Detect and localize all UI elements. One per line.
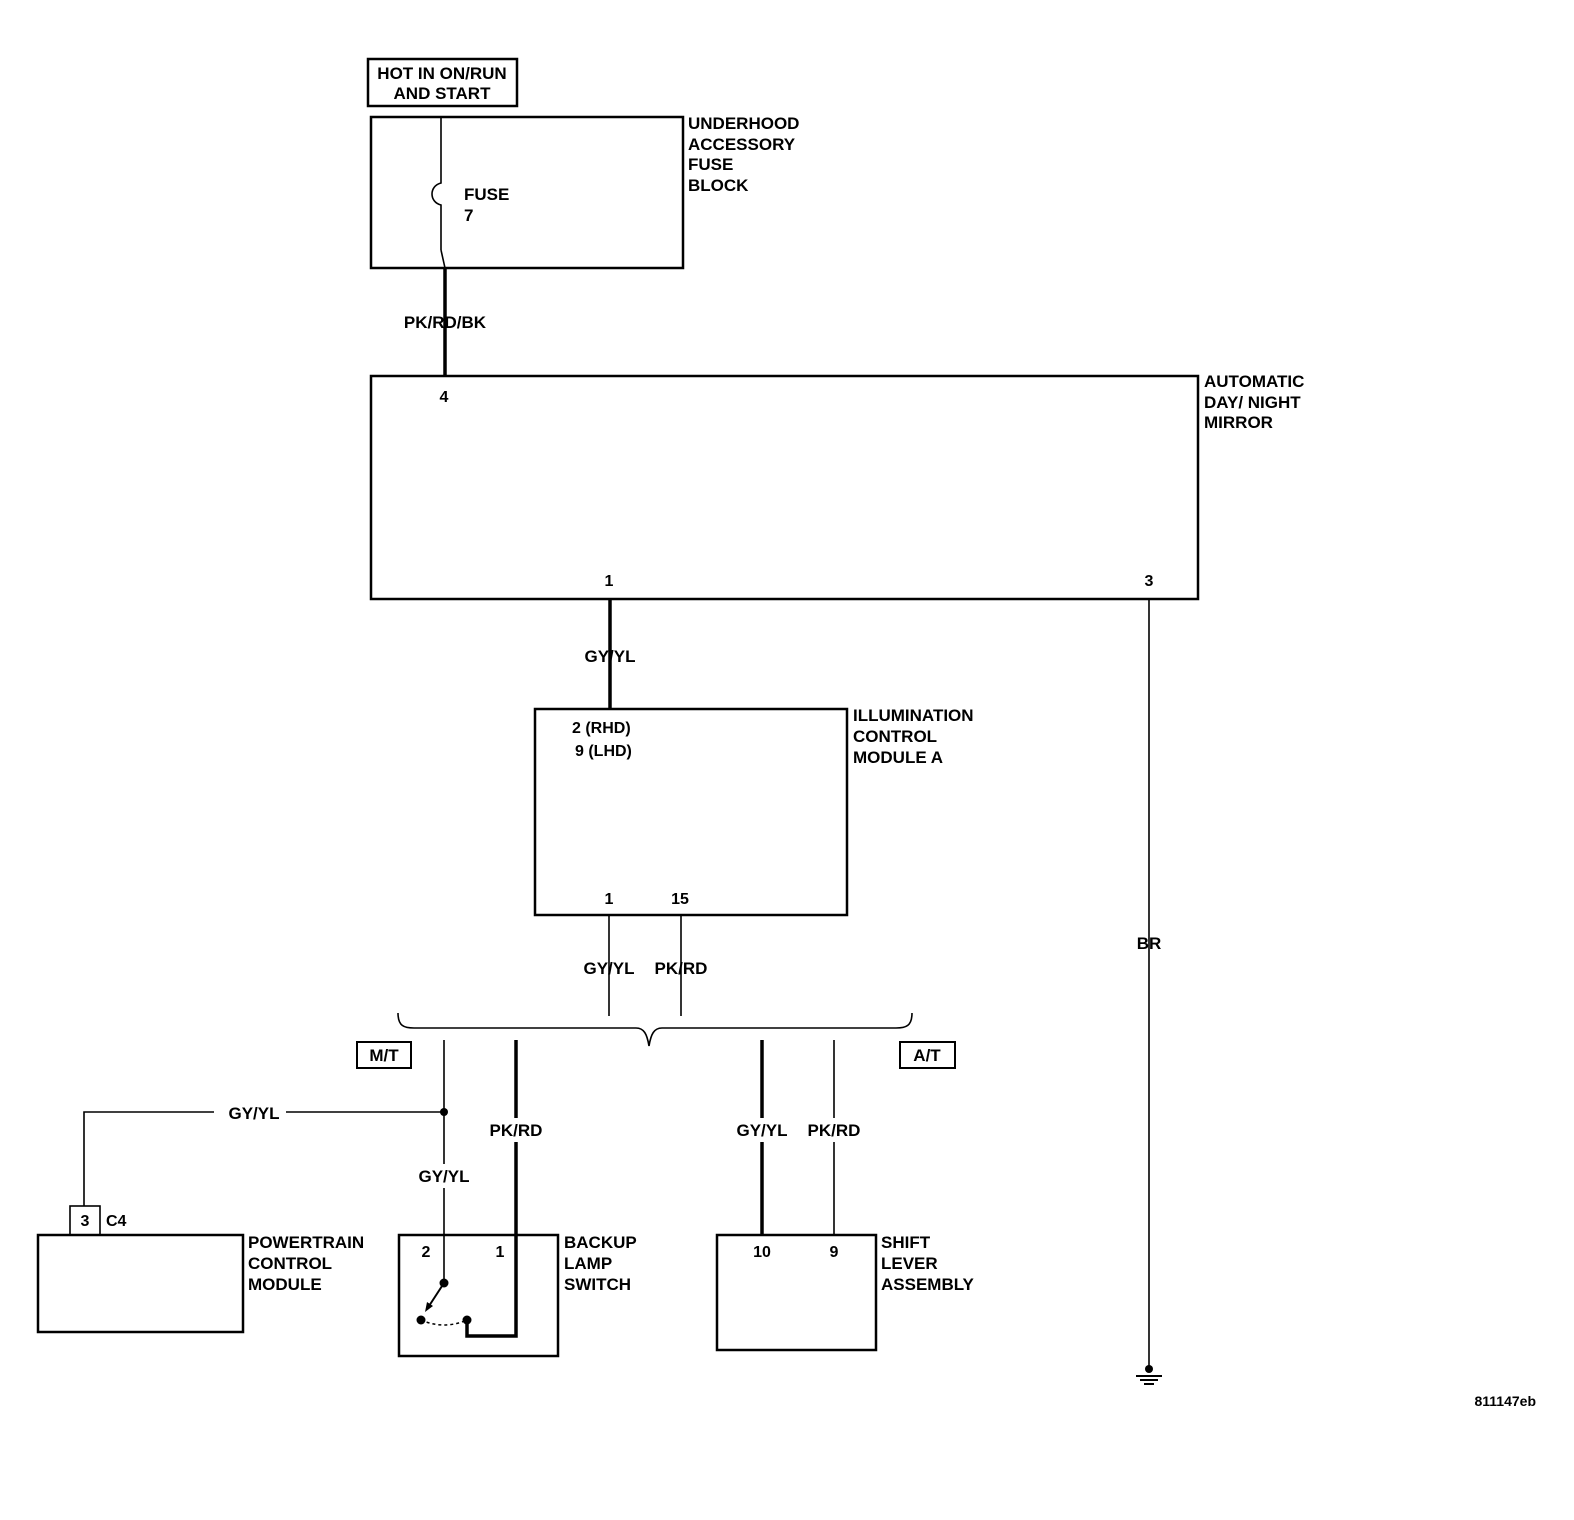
- variant-brace: [397, 1012, 913, 1047]
- fuse-label: FUSE: [464, 185, 509, 204]
- variant-at-label: A/T: [913, 1046, 941, 1065]
- shift-lever-pin-9: 9: [830, 1244, 839, 1261]
- variant-mt-tag: M/T: [356, 1041, 412, 1069]
- wire-label-gy-yl-1: GY/YL: [584, 647, 635, 666]
- fuse-block-name-1: UNDERHOOD: [688, 114, 799, 133]
- figure-id: 811147eb: [1474, 1393, 1536, 1409]
- wire-label-bg: [214, 1100, 286, 1124]
- wire-label-gy-yl-2: GY/YL: [583, 959, 634, 978]
- pcm-name-2: CONTROL: [248, 1254, 332, 1273]
- wire-label-mt-gy-yl: GY/YL: [418, 1167, 469, 1186]
- module-name-3: MODULE A: [853, 748, 943, 767]
- wire-label-pk-rd-1: PK/RD: [655, 959, 708, 978]
- wire-label-pk-rd-bk: PK/RD/BK: [404, 313, 487, 332]
- backup-switch-pin-1: 1: [496, 1244, 505, 1261]
- pcm-connector: C4: [106, 1213, 127, 1230]
- pcm-name-1: POWERTRAIN: [248, 1233, 364, 1252]
- fuse-number: 7: [464, 206, 473, 225]
- illumination-module: 2 (RHD) 9 (LHD) 1 15 ILLUMINATION CONTRO…: [533, 706, 974, 917]
- variant-at-tag: A/T: [899, 1041, 956, 1069]
- wire-label-at-gy-yl: GY/YL: [736, 1121, 787, 1140]
- shift-lever-name-2: LEVER: [881, 1254, 938, 1273]
- pcm-box: [36, 1233, 245, 1334]
- wire-label-pcm-gy-yl: GY/YL: [228, 1104, 279, 1123]
- mirror-pin-1: 1: [605, 573, 614, 590]
- wire-label-bg-3: [482, 1118, 552, 1142]
- shift-lever-name-3: ASSEMBLY: [881, 1275, 975, 1294]
- fuse-wire-bend: [440, 249, 446, 269]
- backup-lamp-switch: 2 1 BACKUP LAMP SWITCH: [397, 1233, 637, 1358]
- mirror-pin-3: 3: [1145, 573, 1154, 590]
- power-source-line1: HOT IN ON/RUN: [377, 64, 506, 83]
- powertrain-control-module: 3 C4 POWERTRAIN CONTROL MODULE: [36, 1205, 364, 1334]
- module-pin-1: 1: [605, 891, 614, 908]
- switch-arm: [428, 1282, 445, 1307]
- shift-lever-assembly: 10 9 SHIFT LEVER ASSEMBLY: [715, 1233, 975, 1352]
- power-source-line2: AND START: [394, 84, 492, 103]
- fuse-symbol: [431, 117, 442, 250]
- shift-lever-box: [715, 1233, 878, 1352]
- module-name-1: ILLUMINATION: [853, 706, 974, 725]
- fuse-block-name-3: FUSE: [688, 155, 733, 174]
- pcm-pin-3: 3: [81, 1213, 90, 1230]
- backup-switch-name-2: LAMP: [564, 1254, 612, 1273]
- fuse-block: FUSE 7 UNDERHOOD ACCESSORY FUSE BLOCK: [369, 114, 799, 270]
- mirror-name-2: DAY/ NIGHT: [1204, 393, 1301, 412]
- backup-switch-pin-2: 2: [422, 1244, 431, 1261]
- shift-lever-pin-10: 10: [753, 1244, 771, 1261]
- power-source-label: HOT IN ON/RUN AND START: [366, 57, 519, 108]
- fuse-block-name-2: ACCESSORY: [688, 135, 796, 154]
- pcm-pin-box: [69, 1205, 101, 1236]
- fuse-block-box: [369, 115, 685, 270]
- illumination-module-box: [533, 707, 849, 917]
- fuse-block-name-4: BLOCK: [688, 176, 749, 195]
- module-pin-rhd: 2 (RHD): [572, 720, 631, 737]
- wire-label-bg-2: [408, 1164, 480, 1188]
- backup-switch-name-3: SWITCH: [564, 1275, 631, 1294]
- ground-icon: [1136, 1365, 1162, 1385]
- variant-mt-label: M/T: [369, 1046, 399, 1065]
- switch-dashed-link: [420, 1319, 468, 1326]
- mirror-name-3: MIRROR: [1204, 413, 1273, 432]
- mirror-name-1: AUTOMATIC: [1204, 372, 1304, 391]
- switch-arrow-icon: [425, 1302, 433, 1312]
- wire-label-at-pk-rd: PK/RD: [808, 1121, 861, 1140]
- mirror-pin-4: 4: [440, 389, 449, 406]
- backup-switch-box: [397, 1233, 560, 1358]
- module-pin-15: 15: [671, 891, 689, 908]
- wire-label-mt-pk-rd: PK/RD: [490, 1121, 543, 1140]
- mirror-module: 4 1 3 AUTOMATIC DAY/ NIGHT MIRROR: [369, 372, 1304, 601]
- wire-label-br: BR: [1137, 934, 1162, 953]
- pcm-name-3: MODULE: [248, 1275, 322, 1294]
- wire-pcm-feed: [83, 1111, 444, 1206]
- power-source-box: [366, 57, 519, 108]
- switch-contact-right: [462, 1315, 472, 1325]
- wire-mt-pk-rd: [465, 1040, 518, 1338]
- shift-lever-name-1: SHIFT: [881, 1233, 931, 1252]
- wire-label-bg-4: [728, 1118, 796, 1142]
- wire-label-bg-5: [800, 1118, 868, 1142]
- module-name-2: CONTROL: [853, 727, 937, 746]
- backup-switch-name-1: BACKUP: [564, 1233, 637, 1252]
- module-pin-lhd: 9 (LHD): [575, 743, 632, 760]
- mirror-box: [369, 374, 1200, 601]
